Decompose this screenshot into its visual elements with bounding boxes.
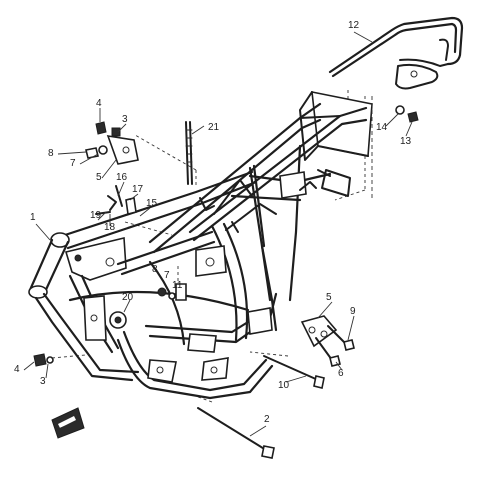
upper-left-hardware: [85, 121, 139, 165]
long-bolt-2: [197, 407, 275, 459]
callout-5-upper: 5: [96, 172, 102, 183]
callout-7-mid: 7: [164, 270, 170, 281]
through-bolt-10: [263, 355, 325, 389]
lower-left-hardware: [33, 353, 54, 367]
grab-bar: [328, 16, 464, 90]
callout-10: 10: [278, 380, 290, 391]
callout-3-upper: 3: [122, 114, 128, 125]
engine-bracket-right: [300, 315, 355, 367]
callout-6: 6: [338, 368, 344, 379]
callout-21: 21: [208, 122, 220, 133]
callout-20: 20: [122, 292, 134, 303]
callout-3-lower: 3: [40, 376, 46, 387]
callout-1: 1: [30, 212, 36, 223]
callout-15: 15: [146, 198, 158, 209]
callout-9: 9: [350, 306, 356, 317]
rear-bolt: [395, 105, 419, 123]
mid-hardware: [157, 283, 187, 301]
callout-14: 14: [376, 122, 388, 133]
callout-12: 12: [348, 20, 360, 31]
callout-4-upper: 4: [96, 98, 102, 109]
main-frame: [28, 169, 331, 400]
callout-4-lower: 4: [14, 364, 20, 375]
callout-5-right: 5: [326, 292, 332, 303]
callout-8-mid: 8: [152, 264, 158, 275]
callout-7-upper: 7: [70, 158, 76, 169]
plug-20: [109, 311, 127, 329]
callout-13: 13: [400, 136, 412, 147]
callout-8-upper: 8: [48, 148, 54, 159]
callout-16: 16: [116, 172, 128, 183]
callout-labels: 1 2 3 3 4 4 5 5 6 7 7 8 8 9 10 11 12 13 …: [14, 20, 412, 425]
callout-2: 2: [264, 414, 270, 425]
callout-17: 17: [132, 184, 144, 195]
callout-19: 19: [90, 210, 102, 221]
callout-18: 18: [104, 222, 116, 233]
rod-21: [185, 121, 193, 185]
callout-leaders: [23, 31, 413, 437]
front-arrow-icon: [51, 407, 85, 439]
callout-11: 11: [172, 280, 183, 291]
